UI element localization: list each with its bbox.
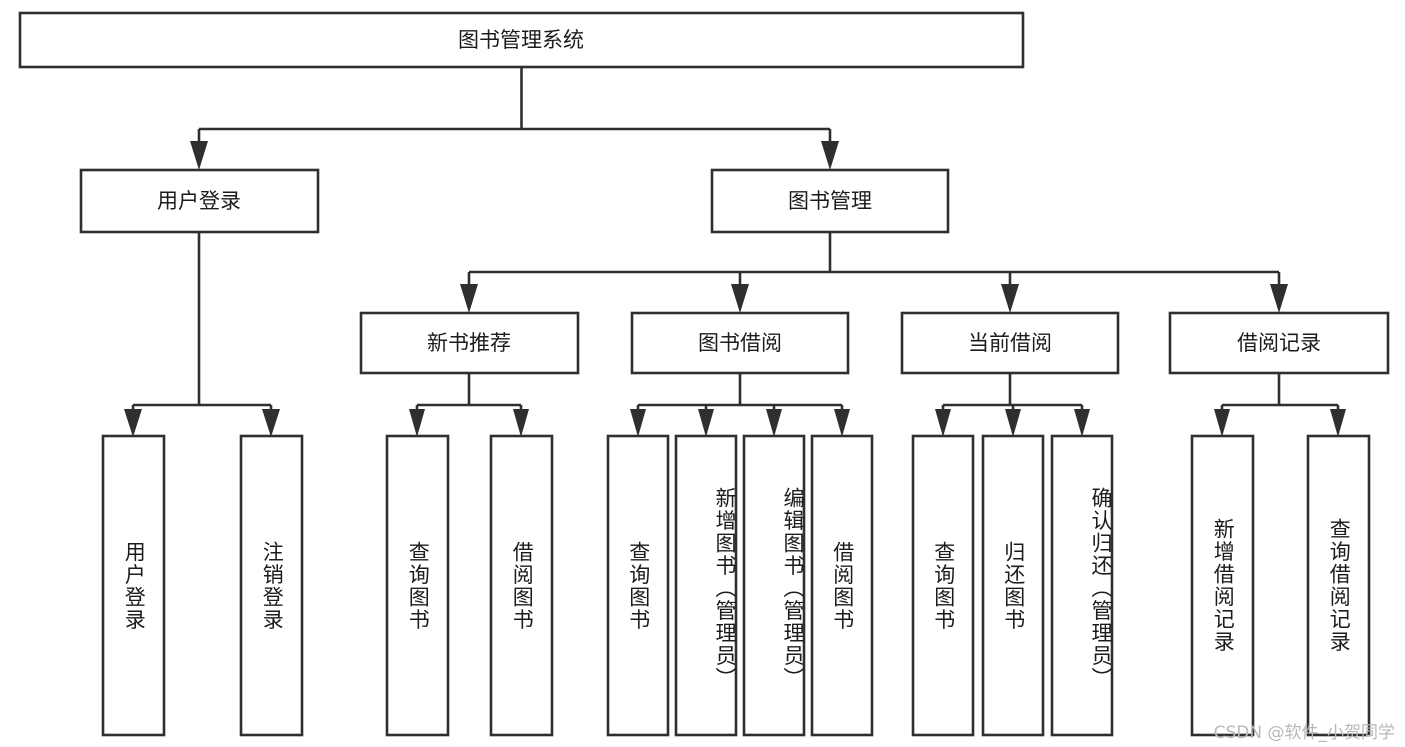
connector-bookborrow-to-leaves bbox=[630, 373, 850, 437]
connector-userlogin-to-leaves bbox=[124, 232, 280, 437]
node-new-book-recommend[interactable] bbox=[359, 311, 580, 375]
node-borrow-record[interactable] bbox=[1168, 311, 1390, 375]
node-book-management-label: 图书管理 bbox=[788, 189, 872, 213]
connector-borrowrecord-to-leaves bbox=[1214, 373, 1346, 437]
node-current-borrow[interactable] bbox=[900, 311, 1120, 375]
node-leaf-edit-book-admin[interactable] bbox=[742, 434, 806, 737]
connector-newbook-to-leaves bbox=[409, 373, 529, 437]
csdn-watermark: CSDN @软件_小贺同学 bbox=[1213, 723, 1395, 743]
node-leaf-add-borrow-record[interactable] bbox=[1190, 434, 1255, 737]
node-root-book-management-system[interactable] bbox=[18, 11, 1025, 69]
node-leaf-add-book-admin[interactable] bbox=[674, 434, 738, 737]
node-book-management[interactable] bbox=[710, 168, 950, 234]
node-current-borrow-label: 当前借阅 bbox=[968, 331, 1052, 355]
connector-currentborrow-to-leaves bbox=[935, 373, 1090, 437]
node-user-login[interactable] bbox=[79, 168, 320, 234]
node-book-borrow[interactable] bbox=[630, 311, 850, 375]
node-leaf-query-book-2[interactable] bbox=[606, 434, 670, 737]
node-leaf-borrow-book-1[interactable] bbox=[489, 434, 554, 737]
node-leaf-confirm-return-admin[interactable] bbox=[1050, 434, 1114, 737]
node-leaf-user-login[interactable] bbox=[101, 434, 166, 737]
node-borrow-record-label: 借阅记录 bbox=[1237, 331, 1321, 355]
node-leaf-logout[interactable] bbox=[239, 434, 304, 737]
node-leaf-query-book-3[interactable] bbox=[911, 434, 975, 737]
node-book-borrow-label: 图书借阅 bbox=[698, 331, 782, 355]
node-leaf-borrow-book-2[interactable] bbox=[810, 434, 874, 737]
node-leaf-query-borrow-record[interactable] bbox=[1306, 434, 1371, 737]
node-root-label: 图书管理系统 bbox=[458, 28, 584, 52]
connector-root-to-level2 bbox=[190, 67, 839, 170]
node-leaf-query-book-1[interactable] bbox=[385, 434, 450, 737]
node-new-book-recommend-label: 新书推荐 bbox=[427, 331, 511, 355]
node-leaf-return-book[interactable] bbox=[981, 434, 1045, 737]
node-user-login-label: 用户登录 bbox=[157, 189, 241, 213]
connector-bookmgmt-to-level3 bbox=[460, 232, 1288, 313]
